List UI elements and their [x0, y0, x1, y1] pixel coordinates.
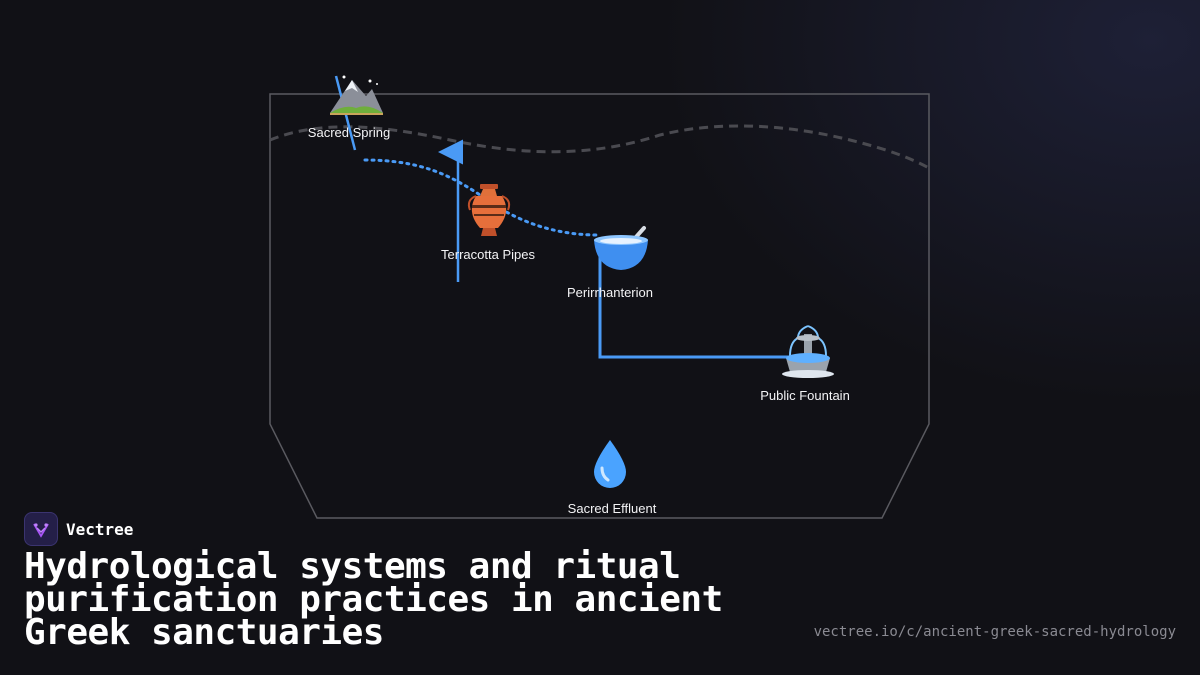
page-url[interactable]: vectree.io/c/ancient-greek-sacred-hydrol… [813, 624, 1176, 640]
basin-icon [594, 226, 648, 270]
page-title: Hydrological systems and ritual purifica… [24, 546, 723, 653]
node-label: Perirrhanterion [567, 285, 653, 300]
node-label: Sacred Spring [308, 125, 390, 140]
fountain-icon [782, 325, 834, 378]
flow-edge-basin-to-fountain [598, 250, 800, 359]
node-label: Terracotta Pipes [441, 247, 535, 262]
node-label: Sacred Effluent [568, 501, 657, 516]
droplet-icon [594, 440, 626, 488]
mountain-icon [330, 75, 383, 115]
vectree-logo-icon [24, 512, 58, 546]
node-public-fountain[interactable]: Public Fountain [760, 325, 850, 403]
brand-name: Vectree [66, 519, 134, 539]
node-label: Public Fountain [760, 388, 850, 403]
amphora-icon [467, 184, 511, 236]
brand[interactable]: Vectree [24, 512, 133, 546]
node-sacred-effluent[interactable]: Sacred Effluent [568, 440, 657, 516]
node-sacred-spring[interactable]: Sacred Spring [308, 75, 390, 141]
flow-edge-spring-to-basin [363, 158, 600, 237]
node-perirrhanterion[interactable]: Perirrhanterion [567, 226, 653, 300]
node-terracotta-pipes[interactable]: Terracotta Pipes [441, 184, 535, 262]
sanctuary-boundary [269, 93, 930, 519]
terrain-line [269, 124, 930, 170]
